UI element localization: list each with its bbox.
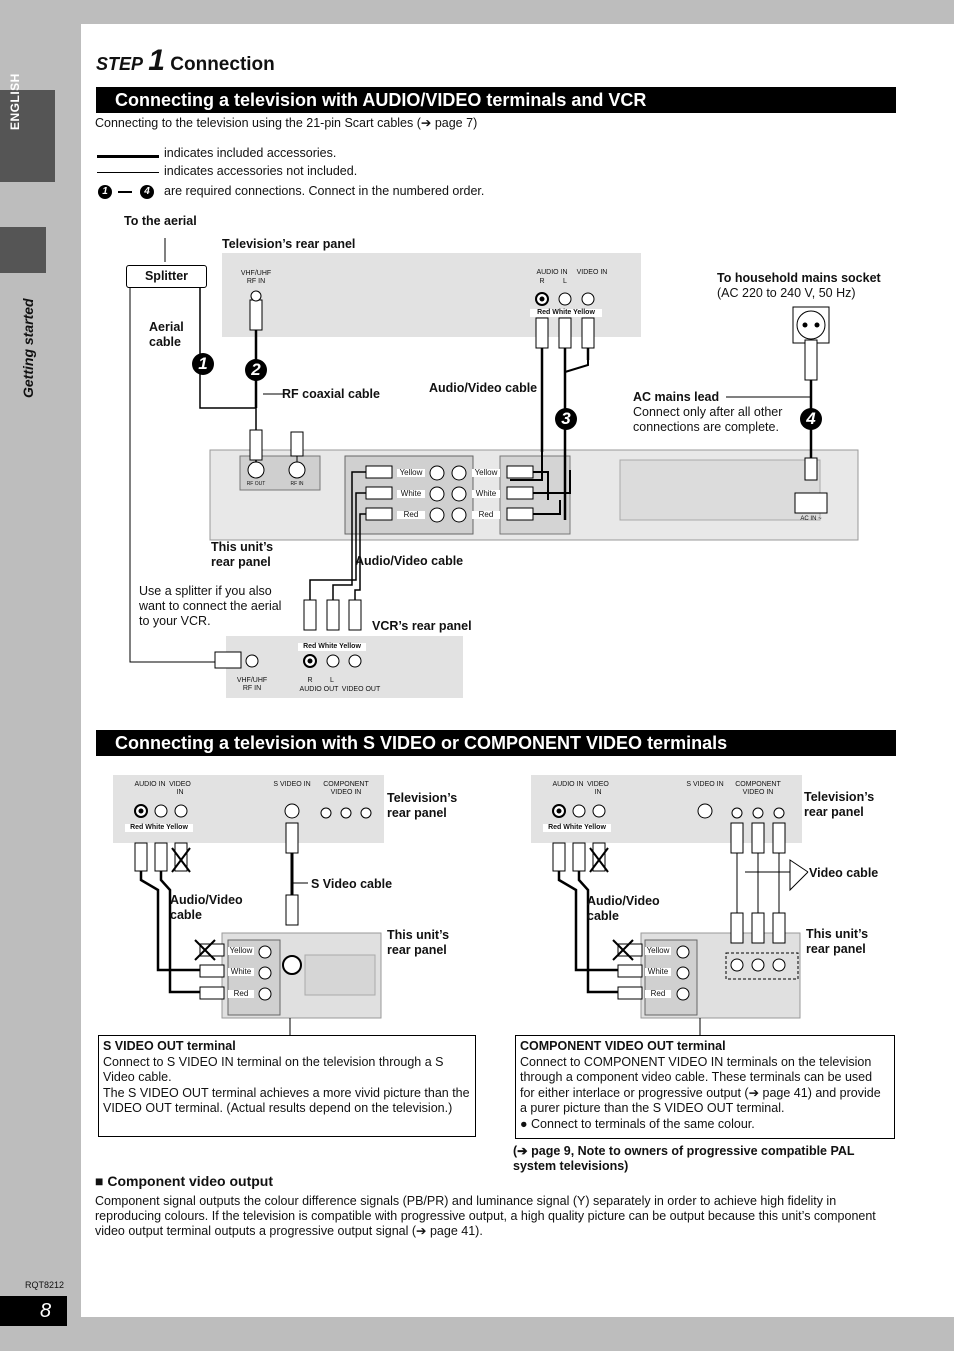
unit-ac-in-label: AC IN ~: [800, 516, 822, 522]
vcr-rear-panel-label: VCR’s rear panel: [372, 619, 472, 633]
section1-title: Connecting a television with AUDIO/VIDEO…: [96, 87, 896, 113]
component-box-line1: Connect to COMPONENT VIDEO IN terminals …: [520, 1054, 881, 1116]
unit2-yellow-label: Yellow: [472, 469, 500, 477]
component-box-title: COMPONENT VIDEO OUT terminal: [520, 1039, 726, 1053]
to-aerial-label: To the aerial: [124, 214, 197, 228]
svideo-box-line2: The S VIDEO OUT terminal achieves a more…: [103, 1085, 470, 1116]
unit-white-label: White: [397, 490, 425, 498]
r-component-in-label: COMPONENT VIDEO IN: [735, 781, 781, 796]
vcr-r-label: R: [307, 677, 313, 684]
l-yellow-label: Yellow: [228, 946, 254, 955]
r-video-in-label: VIDEO IN: [587, 781, 609, 796]
l-av-cable-label: Audio/Video cable: [170, 893, 243, 922]
r-yellow-label: Yellow: [645, 946, 671, 955]
r-svideo-in-label: S VIDEO IN: [686, 781, 724, 788]
tv-r-label: R: [539, 278, 545, 285]
l-video-in-label: VIDEO IN: [169, 781, 191, 796]
l-white-label: White: [228, 968, 254, 976]
r-audio-in-label: AUDIO IN: [552, 781, 584, 788]
unit-rf-out-label: RF OUT: [246, 481, 266, 487]
r-unit-rear-label: This unit’s rear panel: [806, 927, 869, 956]
step-3-badge: 3: [555, 408, 577, 430]
tv-l-label: L: [563, 278, 567, 285]
mains-spec-label: (AC 220 to 240 V, 50 Hz): [717, 286, 856, 300]
tv-rear-panel-label: Television’s rear panel: [222, 237, 356, 251]
component-output-heading: ■ Component video output: [95, 1173, 274, 1189]
r-video-cable-label: Video cable: [809, 866, 879, 880]
section2-title: Connecting a television with S VIDEO or …: [96, 730, 896, 756]
model-code: RQT8212: [25, 1280, 65, 1290]
l-component-in-label: COMPONENT VIDEO IN: [323, 781, 369, 796]
vcr-rwy-label: Red White Yellow: [298, 643, 366, 651]
step-2-badge: 2: [245, 359, 267, 381]
splitter-note: Use a splitter if you also want to conne…: [139, 584, 282, 628]
legend-thick-line: [97, 155, 159, 158]
unit2-red-label: Red: [472, 511, 500, 519]
l-rwy-label: Red White Yellow: [125, 824, 193, 832]
step-title: Connection: [170, 54, 275, 75]
tv-rwy-label: Red White Yellow: [530, 309, 602, 317]
vcr-video-out-label: VIDEO OUT: [341, 686, 381, 693]
tv-video-in-label: VIDEO IN: [576, 269, 608, 276]
vcr-audio-out-label: AUDIO OUT: [299, 686, 339, 693]
component-box-bullet: ● Connect to terminals of the same colou…: [520, 1116, 755, 1131]
r-red-label: Red: [645, 990, 671, 998]
unit-yellow-label: Yellow: [397, 469, 425, 477]
l-tv-rear-label: Television’s rear panel: [387, 791, 458, 820]
language-tab: ENGLISH: [0, 73, 55, 182]
ac-mains-note: Connect only after all other connections…: [633, 405, 783, 434]
vcr-rf-in-label: VHF/UHF RF IN: [236, 677, 268, 692]
page-9-note: (➔ page 9, Note to owners of progressive…: [513, 1144, 855, 1173]
vcr-l-label: L: [330, 677, 334, 684]
svideo-out-box: S VIDEO OUT terminal Connect to S VIDEO …: [98, 1035, 476, 1137]
legend-not-included: indicates accessories not included.: [164, 164, 358, 178]
ac-mains-lead-label: AC mains lead: [633, 390, 720, 404]
r-tv-rear-label: Television’s rear panel: [804, 790, 875, 819]
unit-rear-panel-label: This unit’s rear panel: [211, 540, 274, 569]
splitter-box: Splitter: [126, 265, 207, 288]
l-unit-rear-label: This unit’s rear panel: [387, 928, 450, 957]
tv-rf-in-label: VHF/UHF RF IN: [240, 270, 272, 285]
page-number: 8: [0, 1296, 67, 1326]
component-output-body: Component signal outputs the colour diff…: [95, 1194, 876, 1238]
legend-required: are required connections. Connect in the…: [164, 184, 485, 198]
section-tab-marker: [0, 227, 46, 273]
r-av-cable-label: Audio/Video cable: [587, 894, 660, 923]
section1-intro: Connecting to the television using the 2…: [95, 116, 478, 130]
unit-red-label: Red: [397, 511, 425, 519]
aerial-cable-label: Aerial cable: [149, 320, 184, 349]
legend-dash: [118, 191, 132, 193]
av-cable-label-2: Audio/Video cable: [355, 554, 464, 568]
step-heading: STEP 1 Connection: [96, 44, 275, 78]
component-output-heading-text: Component video output: [107, 1173, 274, 1189]
legend-step-from: 1: [98, 185, 112, 199]
step-number: 1: [148, 44, 165, 77]
legend-step-to: 4: [140, 185, 154, 199]
l-red-label: Red: [228, 990, 254, 998]
r-rwy-label: Red White Yellow: [543, 824, 611, 832]
unit-rf-in-label: RF IN: [290, 481, 304, 487]
legend-thin-line: [97, 172, 159, 173]
step-word: STEP: [96, 54, 144, 74]
legend-included: indicates included accessories.: [164, 146, 337, 160]
svideo-box-title: S VIDEO OUT terminal: [103, 1039, 236, 1053]
tv-audio-in-label: AUDIO IN: [536, 269, 568, 276]
step-1-badge: 1: [192, 353, 214, 375]
step-4-badge: 4: [800, 408, 822, 430]
l-svideo-in-label: S VIDEO IN: [273, 781, 311, 788]
r-white-label: White: [645, 968, 671, 976]
unit2-white-label: White: [472, 490, 500, 498]
l-audio-in-label: AUDIO IN: [134, 781, 166, 788]
svideo-box-line1: Connect to S VIDEO IN terminal on the te…: [103, 1054, 444, 1085]
mains-socket-label: To household mains socket: [717, 271, 881, 285]
av-cable-label-1: Audio/Video cable: [429, 381, 538, 395]
component-box-bullet-text: Connect to terminals of the same colour.: [531, 1116, 755, 1131]
rf-coaxial-cable-label: RF coaxial cable: [282, 387, 380, 401]
l-svideo-cable-label: S Video cable: [311, 877, 393, 891]
component-out-box: COMPONENT VIDEO OUT terminal Connect to …: [515, 1035, 895, 1139]
